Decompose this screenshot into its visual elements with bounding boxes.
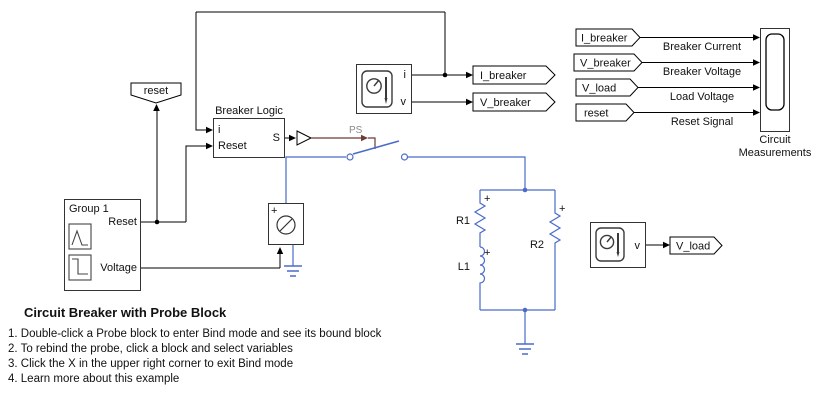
svg-text:+: + [484, 193, 490, 205]
goto-tag-v-breaker-text: V_breaker [480, 97, 531, 109]
breaker-switch[interactable] [346, 140, 409, 161]
goto-tag-i-breaker-text: I_breaker [480, 70, 527, 82]
voltage-source-icon [276, 215, 296, 235]
scope-name-label: Circuit Measurements [738, 134, 812, 159]
annotation-title: Circuit Breaker with Probe Block [24, 305, 227, 320]
probe-port-label-i: i [403, 69, 406, 81]
signal-arrowheads [153, 34, 760, 254]
from-tag-reset[interactable]: reset [575, 103, 635, 122]
resistor-r1[interactable] [473, 190, 487, 247]
annotation-step-1: 1. Double-click a Probe block to enter B… [8, 328, 382, 340]
svg-text:+: + [559, 203, 565, 215]
polarity-marks: + + + [484, 193, 565, 259]
port-label-voltage-out: Voltage [100, 262, 137, 274]
ground-symbol-source[interactable] [284, 265, 302, 277]
resistor-r2[interactable] [548, 190, 562, 310]
ps-port-label: PS [349, 125, 363, 136]
label-breaker-current: Breaker Current [662, 41, 742, 53]
simulink-ps-converter-block[interactable] [296, 130, 313, 146]
svg-text:+: + [484, 247, 490, 259]
goto-tag-reset-text: reset [144, 85, 168, 97]
from-tag-i-breaker-text: I_breaker [581, 33, 628, 45]
breaker-logic-block[interactable]: i Reset S [213, 118, 285, 158]
port-label-reset: Reset [218, 140, 247, 152]
label-r2: R2 [529, 239, 544, 251]
signal-preview-icons [68, 223, 92, 281]
annotation-step-3: 3. Click the X in the upper right corner… [8, 358, 294, 370]
probe-port-label-v2: v [634, 240, 641, 252]
label-load-voltage: Load Voltage [669, 91, 735, 103]
annotation-step-4[interactable]: 4. Learn more about this example [8, 373, 180, 385]
goto-tag-v-breaker[interactable]: V_breaker [472, 92, 556, 112]
electrical-junction-dots [522, 187, 528, 313]
port-label-s: S [272, 132, 280, 144]
electrical-wires[interactable] [285, 156, 562, 344]
source-plus-mark: + [271, 205, 277, 217]
probe-port-label-v: v [400, 96, 407, 108]
from-tag-v-breaker[interactable]: V_breaker [573, 53, 643, 72]
breaker-logic-title: Breaker Logic [215, 105, 283, 117]
ps-arrowhead [361, 134, 368, 142]
group1-title: Group 1 [69, 203, 109, 215]
goto-tag-i-breaker[interactable]: I_breaker [472, 65, 556, 85]
from-tag-v-load[interactable]: V_load [575, 78, 639, 97]
from-tag-v-load-text: V_load [582, 83, 616, 95]
from-tag-i-breaker[interactable]: I_breaker [575, 28, 641, 47]
signal-wires[interactable] [141, 11, 753, 269]
port-label-reset-out: Reset [108, 216, 137, 228]
label-reset-signal: Reset Signal [670, 116, 734, 128]
from-tag-reset-text: reset [584, 108, 608, 120]
goto-tag-reset[interactable]: reset [130, 82, 182, 104]
annotation-step-2: 2. To rebind the probe, click a block an… [8, 343, 293, 355]
ground-symbol-load[interactable] [516, 343, 534, 355]
probe-breaker-block[interactable]: i v [356, 64, 412, 114]
annotation-steps: 1. Double-click a Probe block to enter B… [8, 327, 381, 387]
inductor-l1[interactable] [479, 246, 486, 310]
label-breaker-voltage: Breaker Voltage [662, 66, 742, 78]
controlled-voltage-source-block[interactable] [268, 203, 304, 245]
label-l1: L1 [457, 261, 470, 273]
goto-tag-v-load[interactable]: V_load [669, 236, 723, 255]
probe-icon-breaker [361, 70, 393, 108]
label-r1: R1 [455, 215, 470, 227]
from-tag-v-breaker-text: V_breaker [580, 58, 631, 70]
probe-icon-load [595, 227, 625, 262]
physical-signal-wire[interactable] [311, 137, 376, 149]
goto-tag-v-load-text: V_load [676, 241, 710, 253]
port-label-i: i [218, 124, 221, 136]
scope-screen-icon [765, 33, 785, 111]
